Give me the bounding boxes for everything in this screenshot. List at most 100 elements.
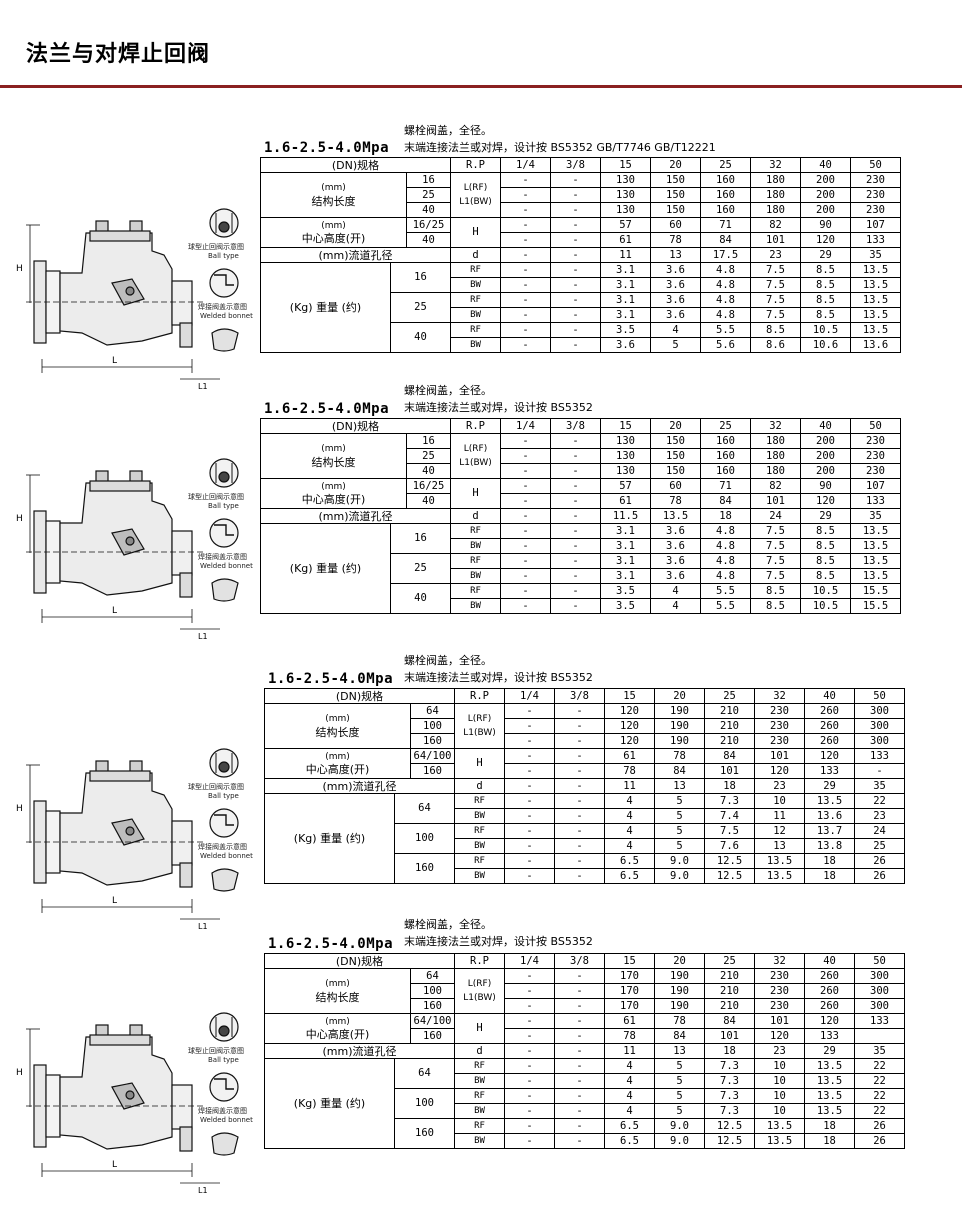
table-cell: 230 [754, 718, 806, 734]
table-cell: 7.3 [704, 1058, 756, 1074]
table-cell: 13.6 [804, 808, 856, 824]
table-cell: - [550, 262, 602, 278]
end-type: BW [454, 1073, 506, 1089]
table-cell: - [554, 853, 606, 869]
table-cell: 13.5 [754, 868, 806, 884]
table-cell: 210 [704, 733, 756, 749]
table-cell: 4.8 [700, 523, 752, 539]
table-cell: - [500, 217, 552, 233]
table-cell: 8.5 [800, 553, 852, 569]
table-cell: 130 [600, 202, 652, 218]
table-cell: - [500, 493, 552, 509]
spec-notes: 螺栓阀盖，全径。末端连接法兰或对焊，设计按 BS5352 [404, 652, 593, 686]
table-cell: 82 [750, 478, 802, 494]
table-cell: 61 [600, 232, 652, 248]
table-cell: 7.5 [750, 262, 802, 278]
size-header: 1/4 [500, 157, 552, 173]
size-header: 20 [654, 688, 706, 704]
table-cell: - [550, 202, 602, 218]
table-cell: 10 [754, 1103, 806, 1119]
height-label: (mm)中心高度(开) [260, 478, 407, 509]
table-cell: 12 [754, 823, 806, 839]
bore-code: d [454, 1043, 506, 1059]
table-cell: - [554, 778, 606, 794]
table-cell: 8.5 [800, 292, 852, 308]
table-cell: 78 [654, 1013, 706, 1029]
table-cell: - [504, 823, 556, 839]
pressure-rating: 1.6-2.5-4.0Mpa [268, 936, 394, 952]
table-cell: 260 [804, 983, 856, 999]
table-cell: 230 [754, 998, 806, 1014]
size-header: 3/8 [554, 953, 606, 969]
note-line: 末端连接法兰或对焊，设计按 BS5352 GB/T7746 GB/T12221 [404, 141, 716, 154]
size-header: 40 [804, 953, 856, 969]
table-cell: 13.5 [850, 262, 902, 278]
row-label: 中心高度(开) [301, 492, 366, 506]
table-cell: 12.5 [704, 1133, 756, 1149]
size-header: 50 [854, 953, 906, 969]
pressure-class: 16/25 [405, 478, 452, 494]
table-cell: - [554, 838, 606, 854]
table-cell: - [504, 1133, 556, 1149]
height-label: (mm)中心高度(开) [264, 1013, 411, 1044]
table-cell: 90 [800, 217, 852, 233]
table-cell: 13.5 [850, 523, 902, 539]
diagram-label: L [112, 356, 117, 366]
table-cell: - [500, 247, 552, 263]
pressure-class: 160 [415, 862, 434, 874]
table-cell: - [554, 1118, 606, 1134]
table-cell: 84 [654, 763, 706, 779]
table-cell: 29 [804, 778, 856, 794]
table-cell: 84 [654, 1028, 706, 1044]
table-cell: 4.8 [700, 292, 752, 308]
weight-label: (Kg) 重量 (约) [261, 524, 391, 613]
table-cell: 133 [854, 1013, 906, 1029]
size-header: 1/4 [500, 418, 552, 434]
table-cell: - [500, 172, 552, 188]
table-cell: 120 [800, 232, 852, 248]
header-code: R.P [450, 157, 502, 173]
table-cell: - [500, 433, 552, 449]
table-cell: 10.5 [800, 322, 852, 338]
table-cell: 3.1 [600, 523, 652, 539]
table-cell: - [550, 583, 602, 599]
table-cell: 12.5 [704, 853, 756, 869]
unit-label: (mm) [325, 1016, 350, 1027]
pressure-class: 40 [414, 331, 427, 343]
size-header: 25 [704, 953, 756, 969]
table-cell: 170 [604, 968, 656, 984]
height-code: H [450, 217, 502, 248]
size-header: 3/8 [554, 688, 606, 704]
table-cell: 7.5 [750, 553, 802, 569]
unit-label: (mm) [325, 714, 350, 724]
diagram-label: H [16, 514, 23, 524]
unit-label: (mm) [321, 481, 346, 492]
table-cell: 13.5 [850, 307, 902, 323]
table-cell: 11.5 [600, 508, 652, 524]
size-header: 32 [754, 688, 806, 704]
table-cell: 130 [600, 463, 652, 479]
table-cell: 78 [650, 493, 702, 509]
table-cell: - [500, 277, 552, 293]
table-cell: 22 [854, 793, 906, 809]
table-cell: 5.6 [700, 337, 752, 353]
table-cell: 7.3 [704, 793, 756, 809]
pressure-class: 100 [409, 983, 456, 999]
end-type: RF [450, 292, 502, 308]
unit-label: (mm) [325, 751, 350, 762]
end-type: BW [450, 598, 502, 614]
table-cell: 24 [750, 508, 802, 524]
table-cell: 5 [654, 1058, 706, 1074]
table-cell: 133 [804, 1028, 856, 1044]
table-cell: - [554, 998, 606, 1014]
diagram-label: 球型止回阀示意图 [188, 492, 244, 501]
table-cell: 4 [604, 1088, 656, 1104]
